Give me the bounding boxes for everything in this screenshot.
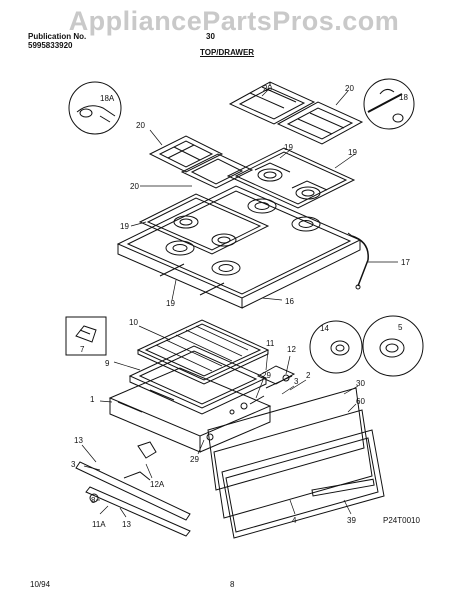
callout-29-upper: 29 [262,371,271,380]
callout-12: 12 [287,345,296,354]
callout-20-middle: 20 [130,182,139,191]
callout-20-top: 20 [263,84,272,93]
callout-17: 17 [401,258,410,267]
callout-60: 60 [356,397,365,406]
leader-lines-bottom [81,325,359,518]
callout-19-left: 19 [120,222,129,231]
callout-10: 10 [129,318,138,327]
detail-14 [309,320,363,374]
callout-11a: 11A [92,520,106,529]
footer-date: 10/94 [30,580,51,589]
callout-4: 4 [292,516,297,525]
grate-top-left [148,135,254,189]
bracket-assembly [229,365,296,415]
grate-top-right [228,81,364,145]
callout-19-right: 19 [348,148,357,157]
callout-12a: 12A [150,480,165,489]
burner-plate-right [226,147,356,209]
footer-page-number: 8 [230,580,235,589]
drawer-body-1 [108,367,272,453]
callout-18: 18 [399,93,408,102]
watermark-text: AppliancePartsPros.com [68,6,400,36]
callout-8: 8 [91,496,96,505]
callout-20-top-right: 20 [345,84,354,93]
leader-lines-top [130,87,398,301]
callout-11: 11 [266,339,275,348]
callout-9: 9 [105,359,110,368]
section-title: TOP/DRAWER [200,48,255,57]
callout-3-left: 3 [71,460,76,469]
callout-16: 16 [285,297,294,306]
publication-label: Publication No. [28,32,87,41]
model-number: 30 [206,32,215,41]
callout-29-lower: 29 [190,455,199,464]
detail-5 [362,315,424,377]
callout-1: 1 [90,395,95,404]
detail-18a [68,81,122,135]
callout-19-bottom: 19 [166,299,175,308]
callout-13-lower: 13 [122,520,131,529]
diagram-code: P24T0010 [383,516,420,525]
callout-14: 14 [320,324,329,333]
callout-13-upper: 13 [74,436,83,445]
callout-3: 3 [294,377,299,386]
drawer-front-panels [207,387,385,539]
detail-7 [65,316,107,356]
broiler-pan-9 [128,345,268,415]
callout-30: 30 [356,379,365,388]
callout-39: 39 [347,516,356,525]
callout-5: 5 [398,323,403,332]
rod-17 [347,232,369,290]
callout-19-top: 19 [284,143,293,152]
callout-7: 7 [80,345,85,354]
callout-20-left: 20 [136,121,145,130]
callout-18a: 18A [100,94,115,103]
publication-number: 5995833920 [28,41,73,50]
drawer-rails-13 [75,441,191,537]
detail-18 [363,78,415,130]
callout-2: 2 [306,371,311,380]
